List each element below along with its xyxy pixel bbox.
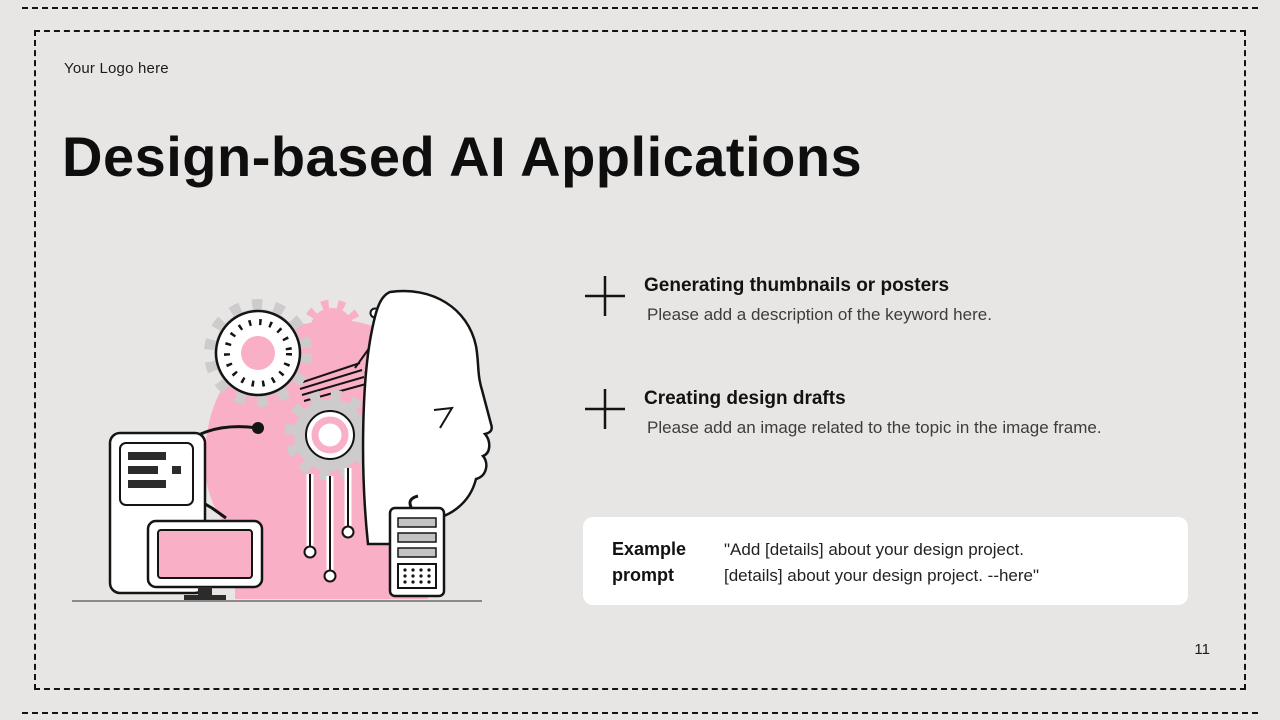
example-prompt-label: Example prompt [612,536,686,588]
ai-head-illustration-svg [72,289,493,602]
example-text-line1: "Add [details] about your design project… [724,540,1024,559]
page-title: Design-based AI Applications [62,125,863,188]
example-prompt-text: "Add [details] about your design project… [724,537,1039,589]
bullet-heading: Creating design drafts [644,388,846,409]
ai-head-illustration [60,278,500,610]
bottom-edge-dashed-line [22,712,1258,714]
face-profile [361,289,493,546]
keypad-device [388,494,446,598]
bullet-item-design-drafts: Creating design drafts Please add an ima… [583,387,1183,457]
bullet-heading: Generating thumbnails or posters [644,275,950,296]
logo-text: Your Logo here [64,60,169,77]
example-text-line2: [details] about your design project. --h… [724,566,1040,585]
circuit-traces [303,468,355,583]
monitor [146,519,264,600]
example-prompt-card: Example prompt "Add [details] about your… [583,517,1188,605]
eye-mark [433,406,454,429]
page-number: 11 [1194,641,1210,658]
plus-icon [585,389,625,429]
gear-dial-icon [204,299,312,407]
example-label-line2: prompt [612,565,674,585]
example-label-line1: Example [612,539,687,559]
bullet-description: Please add an image related to the topic… [647,418,1102,437]
plus-icon [585,276,625,316]
bullet-description: Please add a description of the keyword … [647,305,992,324]
bullet-item-thumbnails: Generating thumbnails or posters Please … [583,274,1183,344]
top-edge-dashed-line [22,7,1258,9]
